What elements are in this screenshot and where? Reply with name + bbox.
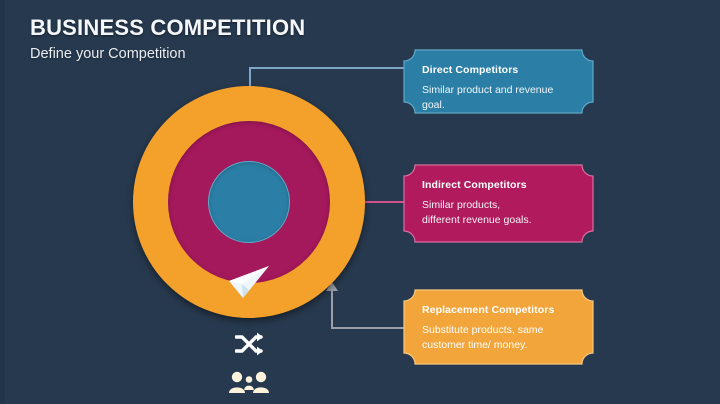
connector-replacement-horizontal [331, 327, 404, 329]
plaque-shape-direct [403, 49, 594, 114]
callout-line: customer time/ money. [422, 339, 528, 351]
callout-line: Similar product and revenue goal. [422, 84, 554, 111]
left-edge-strip [0, 0, 5, 404]
callout-line: different revenue goals. [422, 214, 532, 226]
callout-line: Similar products, [422, 199, 501, 211]
plaque-shape-replacement [403, 289, 594, 365]
send-icon [217, 256, 281, 312]
callout-replacement-competitors[interactable]: Replacement Competitors Substitute produ… [403, 289, 594, 365]
callout-title: Replacement Competitors [422, 304, 555, 316]
connector-replacement-vertical [331, 290, 333, 329]
shuffle-icon [233, 330, 265, 358]
ring-direct-competitors[interactable] [208, 161, 290, 243]
callout-title: Indirect Competitors [422, 179, 527, 191]
callout-direct-competitors[interactable]: Direct Competitors Similar product and r… [403, 49, 594, 114]
connector-direct-horizontal [249, 67, 404, 69]
users-icon [227, 369, 271, 395]
callout-title: Direct Competitors [422, 64, 519, 76]
page-subtitle: Define your Competition [30, 46, 186, 62]
plaque-shape-indirect [403, 164, 594, 243]
callout-indirect-competitors[interactable]: Indirect Competitors Similar products, d… [403, 164, 594, 243]
connector-indirect-line [330, 201, 404, 203]
page-title: BUSINESS COMPETITION [30, 15, 306, 40]
concentric-rings-diagram [133, 86, 365, 393]
callout-line: Substitute products, same [422, 324, 544, 336]
connector-replacement-arrowhead-icon [326, 282, 338, 291]
